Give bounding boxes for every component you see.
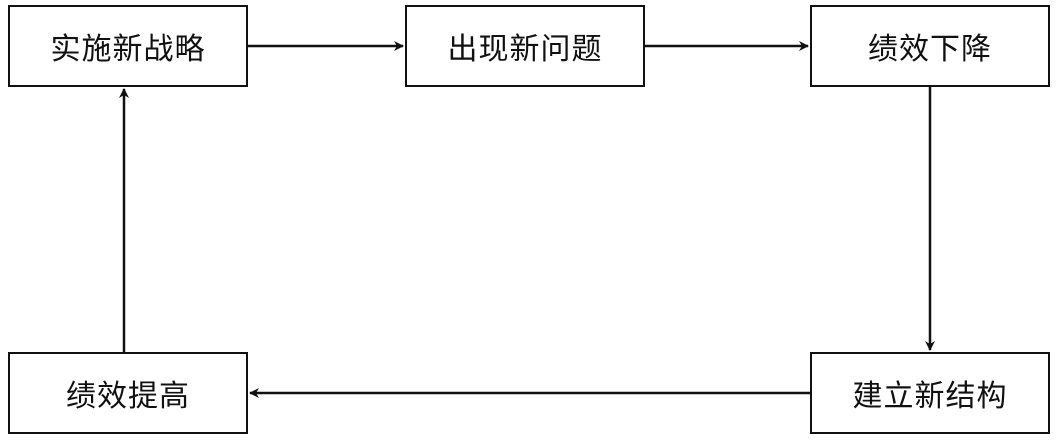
node-build-new-structure: 建立新结构 — [810, 352, 1050, 434]
node-implement-new-strategy: 实施新战略 — [8, 5, 248, 87]
node-performance-improve: 绩效提高 — [8, 352, 248, 434]
node-label: 实施新战略 — [50, 32, 206, 67]
node-label: 建立新结构 — [852, 379, 1008, 414]
node-label: 绩效提高 — [66, 379, 190, 414]
node-performance-decline: 绩效下降 — [810, 5, 1050, 87]
node-label: 绩效下降 — [868, 32, 992, 67]
node-new-problems-arise: 出现新问题 — [405, 5, 645, 87]
node-label: 出现新问题 — [447, 32, 603, 67]
